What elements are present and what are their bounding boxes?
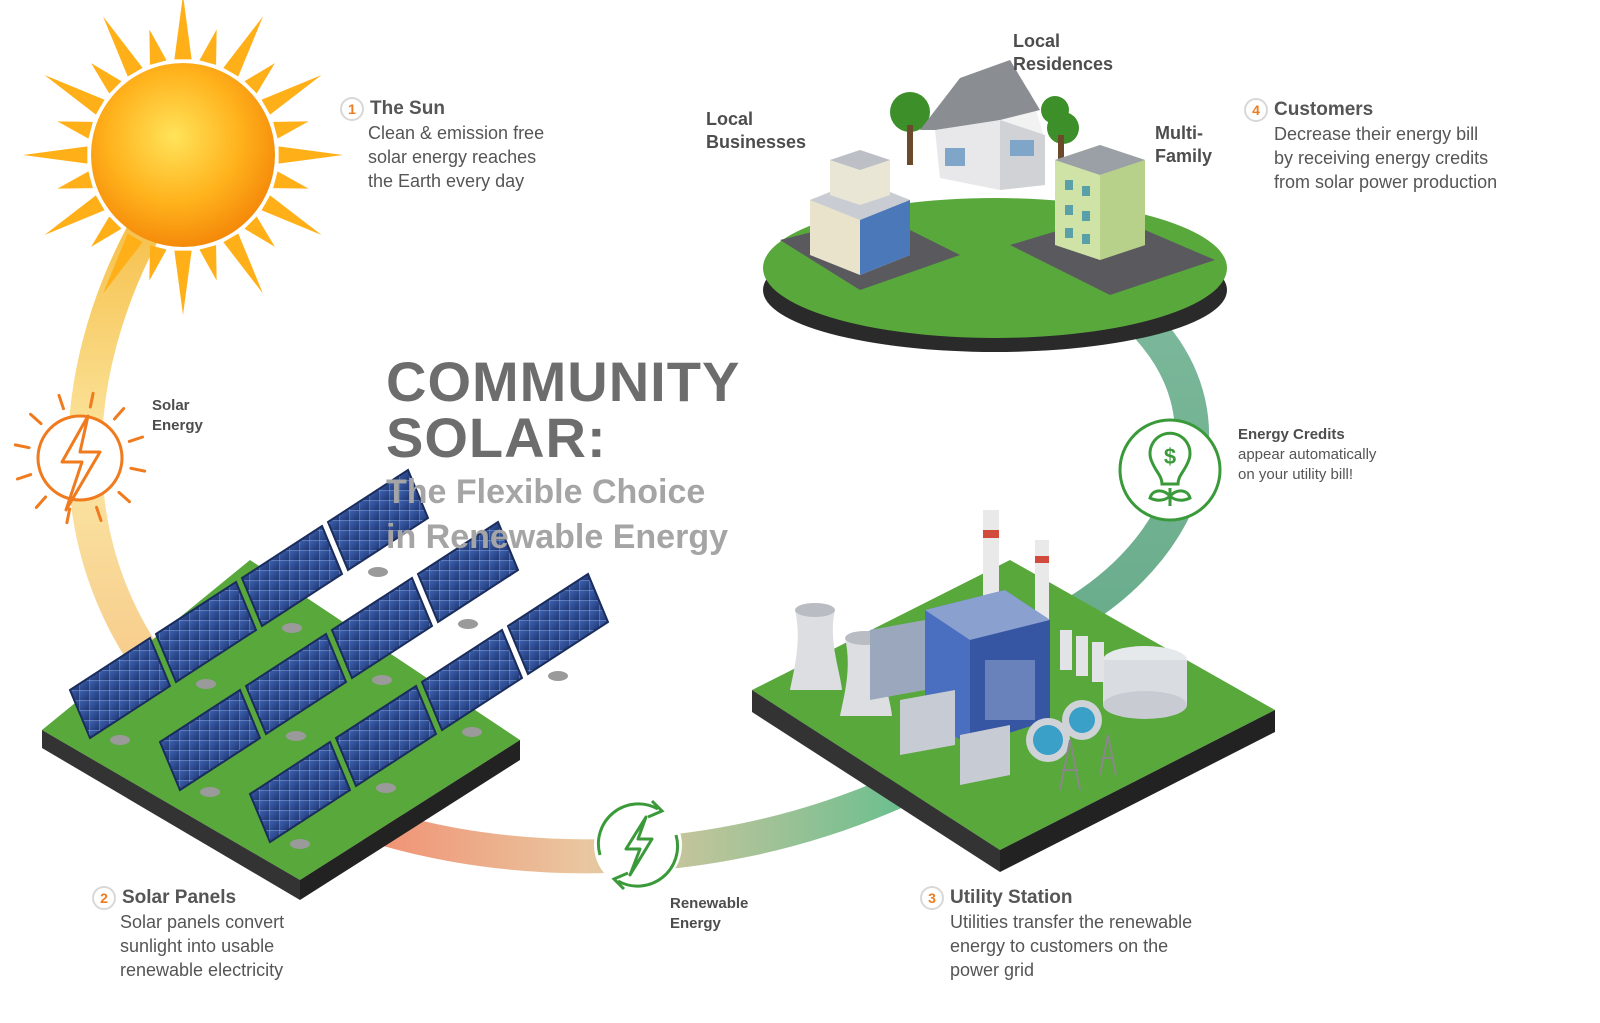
- step-customers: 4 Customers Decrease their energy bill by…: [1244, 98, 1497, 194]
- dollar-bulb-icon: $: [1118, 418, 1222, 522]
- local-businesses-label: Local Businesses: [706, 109, 807, 152]
- renewable-energy-label: Renewable Energy: [670, 895, 749, 932]
- solar-energy-label: Solar Energy: [152, 397, 203, 434]
- customers-island: [763, 60, 1227, 352]
- step-title: Utility Station: [950, 887, 1073, 908]
- headline-line1: COMMUNITY: [386, 350, 741, 413]
- sun-icon: [23, 0, 343, 315]
- step-body: Decrease their energy bill by receiving …: [1274, 124, 1498, 192]
- headline-sub2: in Renewable Energy: [386, 518, 728, 556]
- step-number: 2: [92, 886, 116, 910]
- step-utility-station: 3 Utility Station Utilities transfer the …: [920, 886, 1192, 982]
- energy-credits-label: Energy Credits appear automatically on y…: [1238, 425, 1376, 485]
- svg-text:$: $: [1164, 444, 1176, 469]
- step-number: 1: [340, 97, 364, 121]
- step-body: Solar panels convert sunlight into usabl…: [120, 912, 285, 980]
- step-body: Utilities transfer the renewable energy …: [950, 912, 1193, 980]
- step-title: Customers: [1274, 99, 1374, 120]
- local-residences-label: Local Residences: [1013, 31, 1114, 74]
- solar-panel-farm: [42, 468, 610, 900]
- step-number: 4: [1244, 98, 1268, 122]
- step-sun: 1 The Sun Clean & emission free solar ene…: [340, 97, 544, 193]
- headline: COMMUNITY SOLAR: The Flexible Choice in …: [386, 354, 740, 560]
- multi-family-label: Multi- Family: [1155, 123, 1213, 166]
- step-title: Solar Panels: [122, 887, 237, 908]
- step-number: 3: [920, 886, 944, 910]
- step-solar-panels: 2 Solar Panels Solar panels convert sunli…: [92, 886, 284, 982]
- lightning-icon: [13, 391, 147, 525]
- utility-station: [752, 510, 1275, 872]
- renewable-cycle-icon: [594, 799, 682, 891]
- headline-sub1: The Flexible Choice: [386, 473, 706, 511]
- step-body: Clean & emission free solar energy reach…: [368, 123, 545, 191]
- step-title: The Sun: [370, 98, 445, 119]
- energy-credits-title: Energy Credits: [1238, 426, 1345, 443]
- energy-credits-body: appear automatically on your utility bil…: [1238, 446, 1377, 483]
- headline-line2: SOLAR:: [386, 406, 607, 469]
